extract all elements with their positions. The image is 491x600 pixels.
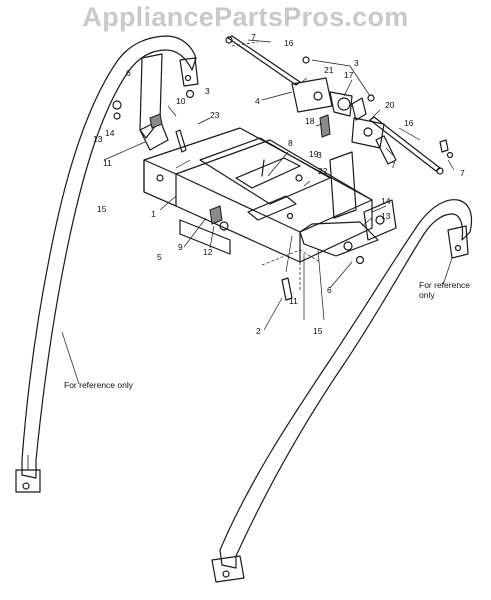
callout-numbers: 7 16 6 3 10 4 23 13 14 11 15 1 5 9 12 2 … [93,32,465,336]
callout-20: 20 [385,100,395,110]
callout-12: 12 [203,247,213,257]
callout-2: 2 [256,326,261,336]
callout-11-left: 11 [103,158,112,168]
callout-6-right: 6 [327,285,332,295]
callout-15-left: 15 [97,204,107,214]
callout-23: 23 [210,110,220,120]
leader-lines [61,39,455,385]
callout-9: 9 [178,242,183,252]
reference-lines [231,41,321,290]
callout-21: 21 [324,65,334,75]
left-handle [15,35,199,493]
hardware [112,56,454,301]
callout-13-right: 13 [381,211,391,221]
callout-1: 1 [151,209,156,219]
note-right-line2: only [419,290,435,300]
callout-14-right: 14 [381,196,391,206]
callout-8: 8 [288,138,293,148]
callout-5: 5 [157,252,162,262]
callout-14-left: 14 [105,128,115,138]
watermark: AppliancePartsPros.com [82,2,409,32]
callout-7-top: 7 [251,32,256,42]
reference-notes: For reference only For reference only [64,280,470,390]
callout-6-left: 6 [126,68,131,78]
note-right-line1: For reference [419,280,470,290]
left-bracket [139,53,169,151]
callout-13-left: 13 [93,134,103,144]
pivot-bracket-left [291,77,353,117]
note-left: For reference only [64,380,134,390]
right-handle [211,199,473,583]
callout-15-right: 15 [313,326,323,336]
callout-11-right: 11 [289,296,298,306]
pivot-bracket-right [351,97,385,149]
callout-22: 22 [318,166,328,176]
callout-19: 19 [309,149,319,159]
callout-16-right: 16 [404,118,414,128]
callout-3-mid: 3 [317,150,322,160]
callout-7-right: 7 [460,168,465,178]
front-plate [299,199,397,257]
callout-16-top: 16 [284,38,294,48]
callout-18: 18 [305,116,315,126]
callout-7-mid: 7 [391,160,396,170]
callout-3-left: 3 [205,86,210,96]
callout-3-top-right: 3 [354,58,359,68]
callout-4: 4 [255,96,260,106]
callout-17: 17 [344,70,354,80]
callout-10: 10 [176,96,186,106]
